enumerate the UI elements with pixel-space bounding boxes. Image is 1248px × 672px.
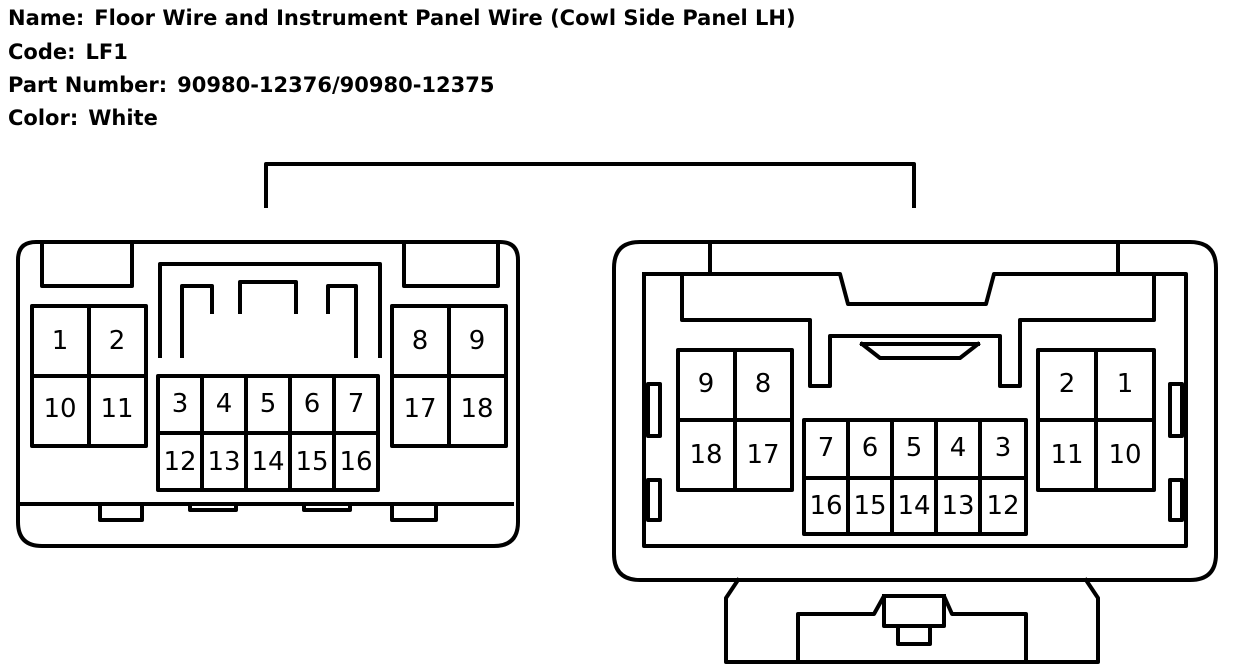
pin-label: 14 (251, 447, 284, 477)
color-label: Color: (8, 106, 79, 130)
pin-label: 11 (1050, 440, 1083, 470)
pin-label: 18 (689, 440, 722, 470)
pin-label: 1 (1117, 369, 1134, 399)
pin-label: 9 (698, 369, 715, 399)
name-value: Floor Wire and Instrument Panel Wire (Co… (94, 6, 796, 30)
pin-label: 18 (460, 394, 493, 424)
pin-label: 16 (809, 491, 842, 521)
pin-label: 14 (897, 491, 930, 521)
connector-right-body (612, 240, 1218, 664)
pin-label: 6 (862, 433, 879, 463)
pin-label: 8 (755, 369, 772, 399)
connector-name-line: Name: Floor Wire and Instrument Panel Wir… (8, 6, 796, 30)
pin-label: 2 (109, 326, 126, 356)
pin-label: 4 (216, 389, 233, 419)
pin-label: 17 (746, 440, 779, 470)
pin-label: 16 (339, 447, 372, 477)
pin-label: 12 (986, 491, 1019, 521)
pin-label: 5 (260, 389, 277, 419)
pin-label: 17 (403, 394, 436, 424)
code-label: Code: (8, 40, 76, 64)
connector-color-line: Color: White (8, 106, 158, 130)
name-label: Name: (8, 6, 85, 30)
pin-label: 2 (1059, 369, 1076, 399)
part-number-line: Part Number: 90980-12376/90980-12375 (8, 73, 494, 97)
pin-label: 12 (163, 447, 196, 477)
pin-label: 4 (950, 433, 967, 463)
pin-label: 15 (853, 491, 886, 521)
pin-label: 8 (412, 326, 429, 356)
pin-label: 3 (172, 389, 189, 419)
connector-pair-bracket (264, 162, 916, 208)
color-value: White (88, 106, 158, 130)
code-value: LF1 (85, 40, 128, 64)
connector-left-pins: 1 2 10 11 8 9 17 18 3 4 5 6 7 12 13 14 1… (43, 326, 493, 477)
pin-label: 13 (941, 491, 974, 521)
connector-code-line: Code: LF1 (8, 40, 128, 64)
pin-label: 3 (995, 433, 1012, 463)
pin-label: 10 (1108, 440, 1141, 470)
pin-label: 5 (906, 433, 923, 463)
part-number-value: 90980-12376/90980-12375 (177, 73, 495, 97)
pin-label: 13 (207, 447, 240, 477)
pin-label: 7 (348, 389, 365, 419)
pin-label: 11 (100, 394, 133, 424)
part-number-label: Part Number: (8, 73, 168, 97)
pin-label: 10 (43, 394, 76, 424)
pin-label: 7 (818, 433, 835, 463)
connector-right-pins: 9 8 18 17 2 1 11 10 7 6 5 4 3 16 15 14 1… (689, 369, 1141, 521)
connector-left-body (16, 240, 520, 548)
pin-label: 6 (304, 389, 321, 419)
pin-label: 9 (469, 326, 486, 356)
pin-label: 1 (52, 326, 69, 356)
pin-label: 15 (295, 447, 328, 477)
